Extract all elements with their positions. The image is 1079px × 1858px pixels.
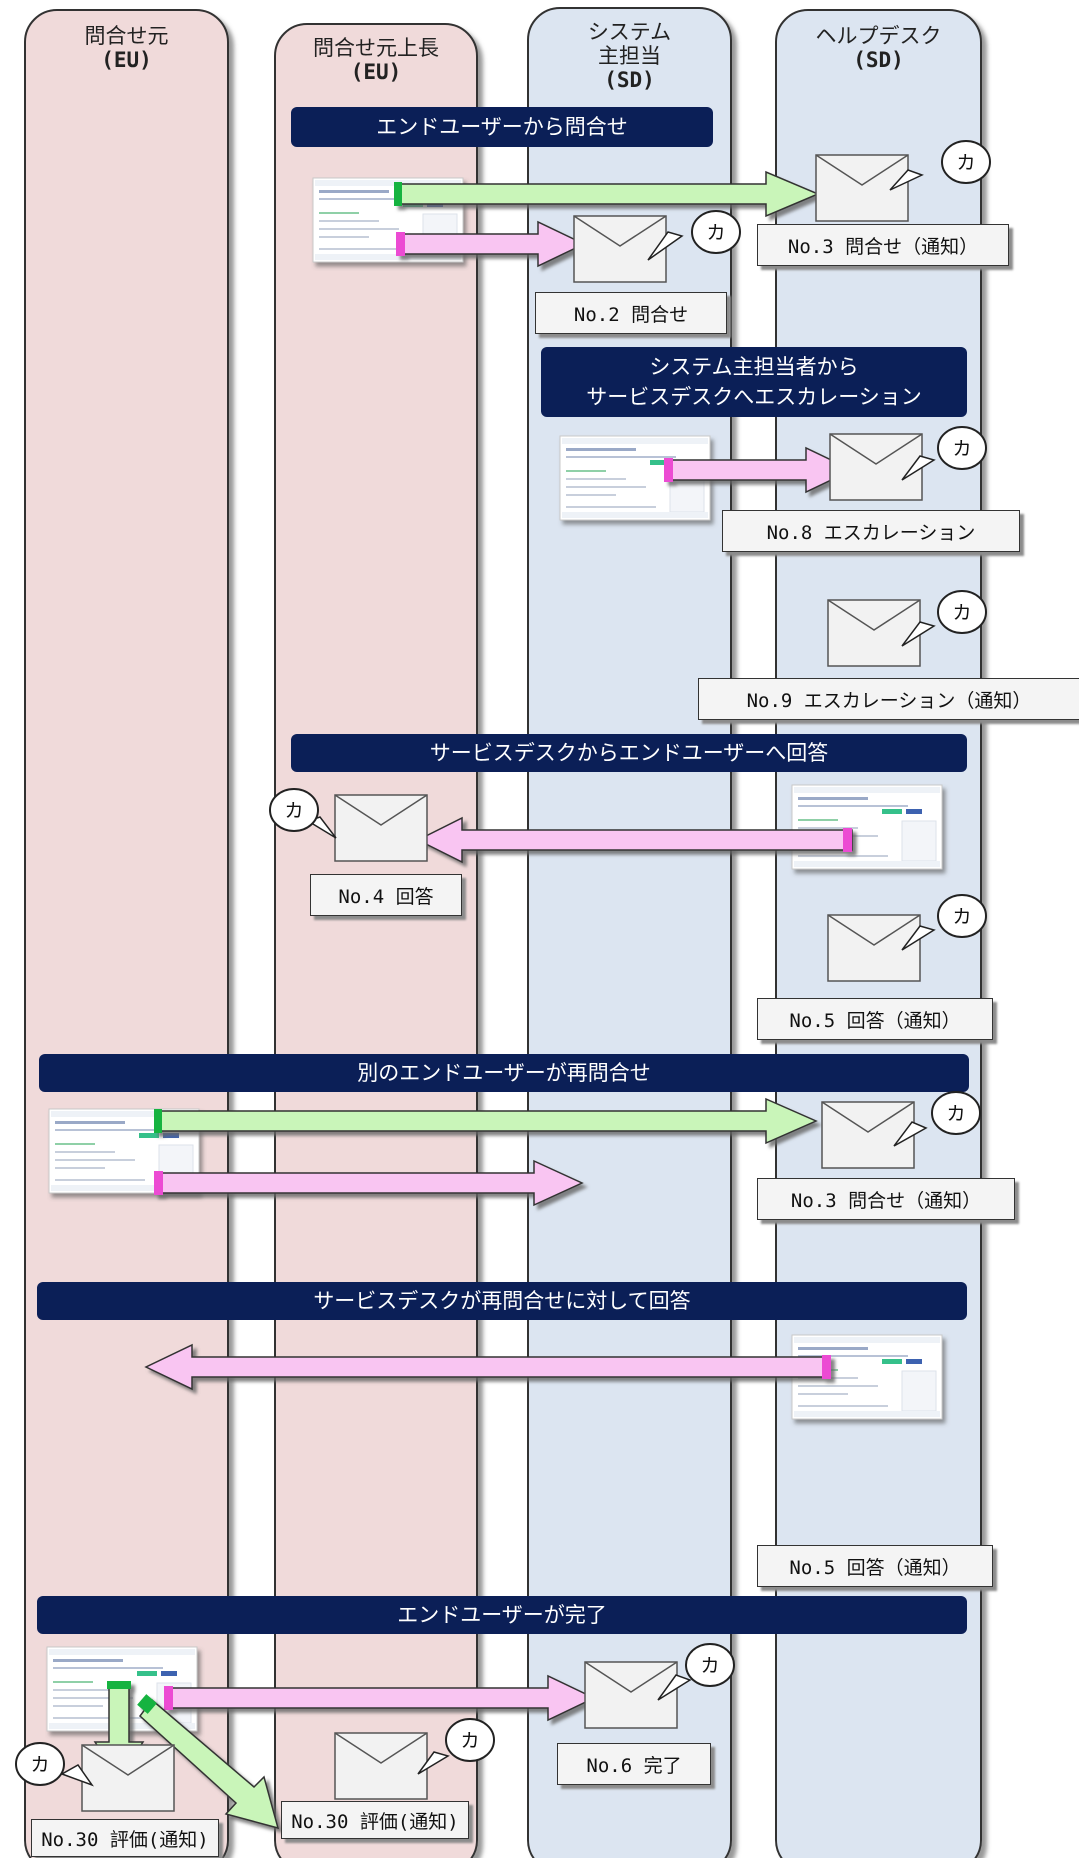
callout-bubble: カ bbox=[15, 1742, 94, 1787]
callout-bubble: カ bbox=[269, 788, 337, 839]
banner-re-inquiry: 別のエンドユーザーが再問合せ bbox=[39, 1054, 969, 1092]
svg-text:カ: カ bbox=[952, 602, 971, 624]
label-text: No.3 問合せ（通知） bbox=[790, 1189, 982, 1212]
lane-title-text: 問合せ元上長 bbox=[313, 36, 439, 60]
label-text: No.9 エスカレーション（通知） bbox=[746, 689, 1032, 712]
screenshot-thumbnail bbox=[791, 784, 943, 870]
label-text: No.8 エスカレーション bbox=[766, 521, 976, 544]
lane-role-text: (EU) bbox=[101, 48, 152, 72]
banner-text: エンドユーザーが完了 bbox=[397, 1603, 607, 1627]
callout-bubble: カ bbox=[889, 140, 991, 191]
mail-icon bbox=[573, 215, 667, 283]
mail-label-no3-notify: No.3 問合せ（通知） bbox=[757, 224, 1009, 266]
mail-label-no6: No.6 完了 bbox=[557, 1743, 711, 1785]
label-text: No.30 評価(通知) bbox=[41, 1828, 209, 1851]
lane-title-eu-requester: 問合せ元 (EU) bbox=[25, 24, 228, 72]
banner-enduser-complete: エンドユーザーが完了 bbox=[37, 1596, 967, 1634]
callout-bubble: カ bbox=[901, 894, 987, 951]
mail-label-no5-notify-2: No.5 回答（通知） bbox=[757, 1545, 993, 1587]
arrow-pink-reply bbox=[416, 816, 853, 864]
callout-bubble: カ bbox=[901, 590, 987, 647]
arrow-pink-re-reply bbox=[144, 1343, 831, 1391]
svg-text:カ: カ bbox=[952, 438, 971, 460]
svg-text:カ: カ bbox=[956, 152, 975, 174]
svg-text:カ: カ bbox=[946, 1103, 965, 1125]
banner-reply-to-enduser: サービスデスクからエンドユーザーへ回答 bbox=[291, 734, 967, 772]
mail-icon bbox=[81, 1744, 175, 1812]
svg-text:カ: カ bbox=[700, 1655, 719, 1677]
lane-eu-supervisor bbox=[274, 23, 478, 1858]
arrow-green-re-inquiry bbox=[154, 1097, 818, 1145]
lane-title-sd-system: システム 主担当 (SD) bbox=[528, 20, 731, 92]
callout-bubble: カ bbox=[657, 1643, 735, 1701]
banner-text: エンドユーザーから問合せ bbox=[376, 115, 628, 139]
mail-label-no3-notify-2: No.3 問合せ（通知） bbox=[757, 1178, 1015, 1220]
lane-role-text: (SD) bbox=[604, 68, 655, 92]
mail-label-no5-notify: No.5 回答（通知） bbox=[757, 998, 993, 1040]
lane-title-text: ヘルプデスク bbox=[815, 24, 942, 48]
lane-title-text: システム 主担当 bbox=[587, 20, 672, 68]
banner-text: 別のエンドユーザーが再問合せ bbox=[357, 1061, 651, 1085]
banner-text: サービスデスクが再問合せに対して回答 bbox=[313, 1289, 691, 1313]
mail-label-no4: No.4 回答 bbox=[310, 874, 462, 916]
label-text: No.5 回答（通知） bbox=[789, 1556, 961, 1579]
mail-icon bbox=[334, 1732, 428, 1800]
lane-title-sd-helpdesk: ヘルプデスク (SD) bbox=[776, 24, 981, 72]
svg-text:カ: カ bbox=[952, 906, 971, 928]
label-text: No.6 完了 bbox=[586, 1754, 682, 1777]
banner-enduser-inquiry: エンドユーザーから問合せ bbox=[291, 107, 713, 147]
svg-text:カ: カ bbox=[284, 800, 303, 822]
mail-label-no30-requester: No.30 評価(通知) bbox=[31, 1819, 219, 1857]
arrow-pink-to-system bbox=[396, 220, 586, 268]
mail-icon bbox=[821, 1101, 915, 1169]
mail-label-no2: No.2 問合せ bbox=[535, 292, 727, 334]
svg-text:カ: カ bbox=[30, 1754, 49, 1776]
label-text: No.3 問合せ（通知） bbox=[787, 235, 979, 258]
label-text: No.5 回答（通知） bbox=[789, 1009, 961, 1032]
banner-reply-to-re-inquiry: サービスデスクが再問合せに対して回答 bbox=[37, 1282, 967, 1320]
banner-text: システム主担当者から bbox=[649, 355, 859, 379]
lane-title-eu-supervisor: 問合せ元上長 (EU) bbox=[275, 36, 477, 84]
mail-label-no30-supervisor: No.30 評価(通知) bbox=[281, 1801, 469, 1839]
arrow-pink-escalation bbox=[664, 446, 854, 494]
label-text: No.30 評価(通知) bbox=[291, 1810, 459, 1833]
mail-label-no9: No.9 エスカレーション（通知） bbox=[698, 678, 1079, 720]
lane-role-text: (EU) bbox=[350, 60, 402, 84]
svg-text:カ: カ bbox=[460, 1730, 479, 1752]
mail-icon bbox=[827, 599, 921, 667]
arrow-pink-re-inquiry bbox=[154, 1159, 584, 1207]
callout-bubble: カ bbox=[901, 426, 987, 481]
lane-role-text: (SD) bbox=[853, 48, 904, 72]
callout-bubble: カ bbox=[417, 1718, 495, 1775]
callout-bubble: カ bbox=[893, 1091, 981, 1147]
lane-eu-requester bbox=[24, 9, 229, 1858]
mail-icon bbox=[829, 433, 923, 501]
label-text: No.4 回答 bbox=[338, 885, 434, 908]
lane-title-text: 問合せ元 bbox=[84, 24, 169, 48]
arrow-pink-complete bbox=[164, 1674, 596, 1722]
arrow-green-to-helpdesk bbox=[394, 170, 820, 218]
mail-label-no8: No.8 エスカレーション bbox=[722, 510, 1020, 552]
callout-bubble: カ bbox=[647, 210, 741, 261]
arrow-green-diagonal bbox=[137, 1694, 280, 1830]
banner-text: サービスデスクへエスカレーション bbox=[586, 385, 922, 409]
mail-icon bbox=[334, 794, 428, 862]
banner-escalation: システム主担当者から サービスデスクへエスカレーション bbox=[541, 347, 967, 417]
banner-text: サービスデスクからエンドユーザーへ回答 bbox=[429, 741, 829, 765]
label-text: No.2 問合せ bbox=[573, 303, 689, 326]
svg-text:カ: カ bbox=[706, 222, 725, 244]
